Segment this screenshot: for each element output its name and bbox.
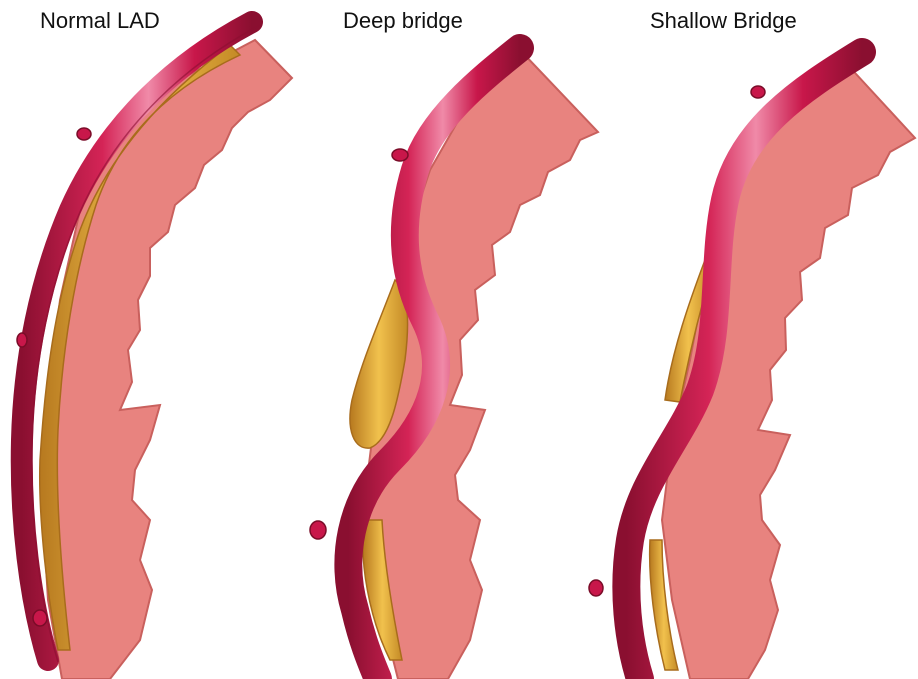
branch-ostium [392, 149, 408, 161]
panel-normal-lad [17, 22, 292, 679]
branch-ostium [17, 333, 27, 347]
branch-ostium [77, 128, 91, 140]
branch-ostium [310, 521, 326, 539]
panel-deep-bridge [310, 48, 598, 679]
panel-shallow-bridge [589, 52, 915, 679]
branch-ostium [751, 86, 765, 98]
branch-ostium [33, 610, 47, 626]
branch-ostium [589, 580, 603, 596]
